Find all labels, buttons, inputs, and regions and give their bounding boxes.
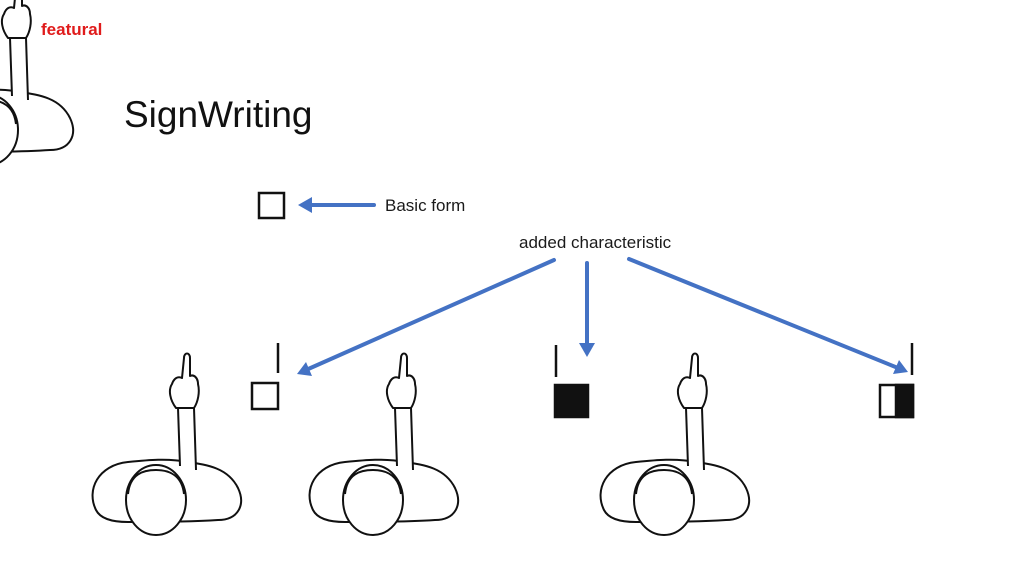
basic-form-label: Basic form [385,196,466,215]
arrowhead-basic [298,197,312,213]
page-title: SignWriting [124,94,313,135]
arrow-to-variant-3 [627,257,900,370]
variant-2-symbol [553,345,590,419]
arrowhead-variant-2 [579,343,595,357]
arrowhead-variant-1 [297,362,312,376]
variant-1-symbol [250,343,280,411]
topic-tag: featural [41,20,103,39]
person-pointing-up-icon [0,0,75,164]
added-characteristic-label: added characteristic [519,233,672,252]
basic-form-symbol [257,191,286,220]
arrow-to-variant-1 [304,258,556,372]
variant-3-symbol [878,343,915,419]
arrowhead-variant-3 [893,360,908,374]
